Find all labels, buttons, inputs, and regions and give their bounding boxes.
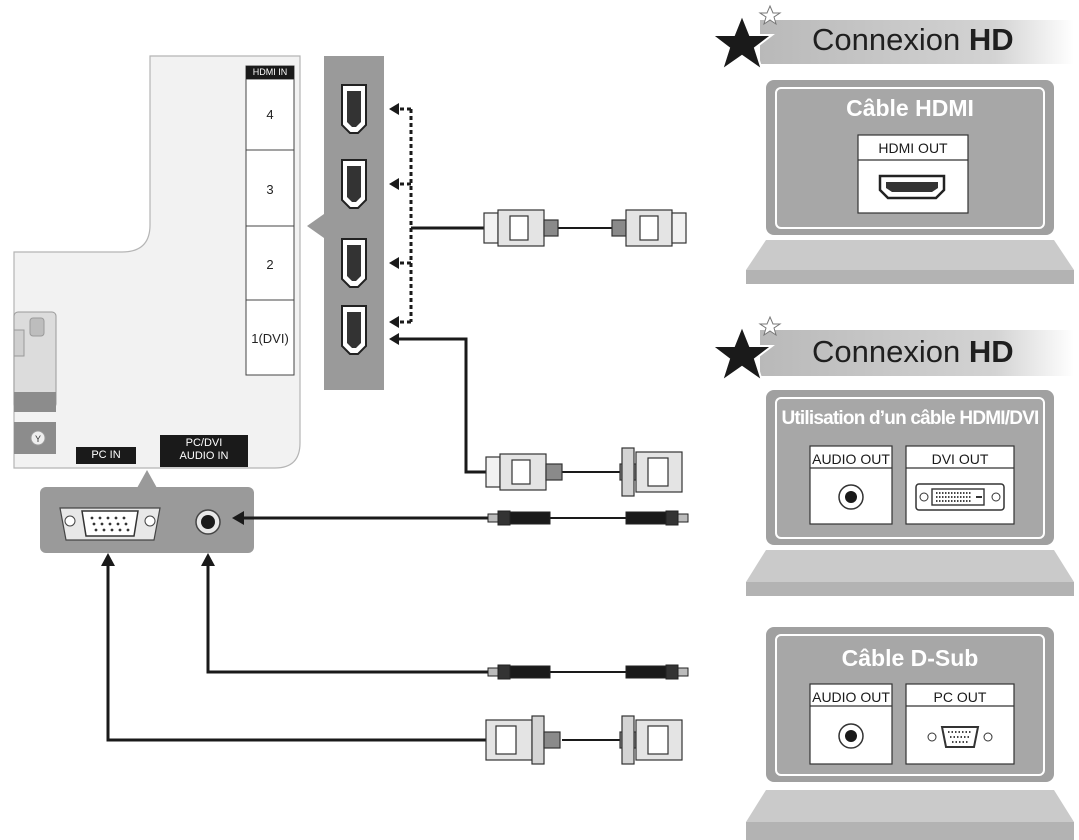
panel-title-hdmi: Câble HDMI <box>846 95 974 121</box>
panel-title-dsub: Câble D-Sub <box>841 645 979 671</box>
component-jacks: Y <box>13 311 57 454</box>
heading-text: Connexion <box>812 22 969 57</box>
hdmi-out-port <box>878 174 946 200</box>
pc-out-port <box>927 726 993 748</box>
arrow-heads <box>101 103 399 566</box>
hdmi-out-label: HDMI OUT <box>878 140 948 156</box>
hdmi-dvi-cable-plugs <box>485 447 683 497</box>
pc-in-label: PC IN <box>76 447 136 464</box>
svg-text:Y: Y <box>35 434 41 444</box>
laptop-dsub <box>746 627 1074 840</box>
heading-text: Connexion <box>812 334 969 369</box>
hdmi-in-label: HDMI IN <box>246 66 294 79</box>
hdmi-port-panel <box>324 56 384 390</box>
panel-title-hdmi-dvi: Utilisation d’un câble HDMI/DVI <box>781 408 1039 429</box>
vga-port <box>59 507 161 541</box>
pc-out-label: PC OUT <box>933 689 987 705</box>
heading-connexion-hd-1: Connexion HD <box>812 22 1014 58</box>
dvi-out-port <box>915 483 1005 511</box>
star-icon <box>709 323 775 384</box>
star-icon <box>709 12 775 73</box>
star-icon <box>758 4 782 26</box>
hdmi-port-3-label: 3 <box>266 182 274 197</box>
hdmi-port-icon <box>341 305 367 355</box>
audio-cable-plugs <box>487 510 689 680</box>
pc-audio-panel <box>40 470 254 553</box>
heading-connexion-hd-2: Connexion HD <box>812 334 1014 370</box>
pc-dvi-audio-in-label: PC/DVI AUDIO IN <box>160 435 248 467</box>
heading-bold: HD <box>968 334 1014 369</box>
audio-out-label-1: AUDIO OUT <box>812 451 890 467</box>
star-icon <box>758 315 782 337</box>
vga-cable-plugs <box>485 715 683 765</box>
laptop-hdmi-dvi <box>746 390 1074 596</box>
audio-out-label-2: AUDIO OUT <box>812 689 890 705</box>
hdmi-port-1-dvi-label: 1(DVI) <box>251 331 289 346</box>
heading-bold: HD <box>968 22 1014 57</box>
laptop-hdmi <box>746 80 1074 284</box>
hdmi-port-icon <box>341 159 367 209</box>
hdmi-port-icon <box>341 84 367 134</box>
heading-bar-1 <box>709 4 1074 73</box>
heading-bar-2 <box>709 315 1074 384</box>
hdmi-port-4-label: 4 <box>266 107 274 122</box>
cables <box>106 107 626 742</box>
hdmi-port-2-label: 2 <box>266 257 274 272</box>
audio-jack <box>195 509 221 535</box>
tv-back-panel: Y <box>13 55 324 469</box>
hdmi-port-icon <box>341 238 367 288</box>
dvi-out-label: DVI OUT <box>931 451 989 467</box>
hdmi-cable-plugs <box>483 209 687 247</box>
